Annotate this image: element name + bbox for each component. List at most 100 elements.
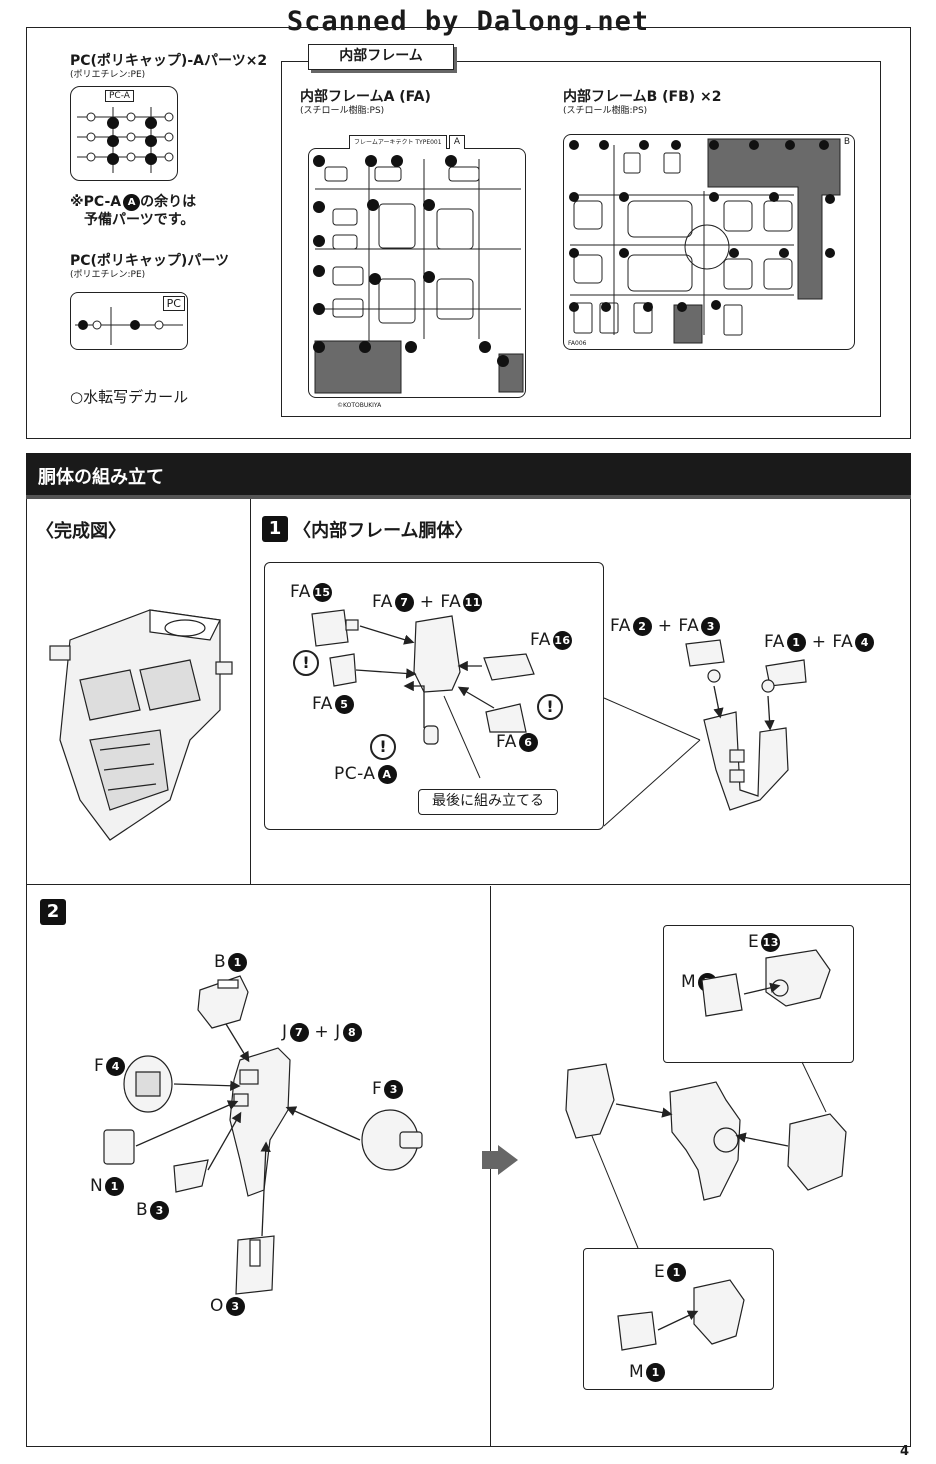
fb-runner: B FA006 bbox=[563, 134, 855, 350]
o3-text: O bbox=[210, 1296, 224, 1316]
pca-note-circle: A bbox=[123, 193, 141, 211]
b1-text: B bbox=[214, 952, 227, 972]
step1-detail-box bbox=[264, 562, 604, 830]
pca-runner-drawing bbox=[77, 107, 174, 173]
step2-progress-arrow bbox=[482, 1145, 518, 1175]
fa2-number: 2 bbox=[632, 616, 652, 636]
pc-runner-label: PC bbox=[162, 296, 185, 311]
watermark: Scanned by Dalong.net bbox=[286, 6, 650, 37]
fa-title: 内部フレームA (FA) bbox=[300, 89, 431, 105]
fa-runner-letter: A bbox=[449, 135, 465, 149]
fa-runner-drawing bbox=[313, 155, 524, 394]
step1-torso-drawing bbox=[603, 639, 807, 827]
complete-title: 〈完成図〉 bbox=[36, 521, 126, 542]
pc-runner: PC bbox=[70, 292, 188, 350]
j8-text: + J bbox=[314, 1022, 341, 1042]
warning-icon: ! bbox=[293, 650, 319, 676]
inner-frame-panel bbox=[281, 61, 881, 417]
e1-number: 1 bbox=[667, 1262, 687, 1282]
step2-heading: 2 bbox=[40, 899, 66, 925]
fa16-number: 16 bbox=[552, 630, 572, 650]
b1-number: 1 bbox=[228, 952, 248, 972]
fa15-text: FA bbox=[290, 582, 311, 602]
pca-runner: PC-A bbox=[70, 86, 178, 181]
fa3-text: + FA bbox=[657, 616, 700, 636]
pca-note-start: ※PC-A bbox=[70, 194, 122, 210]
step2-panel bbox=[26, 885, 911, 1447]
step2-callout-top bbox=[663, 925, 854, 1063]
decal-label: ○水転写デカール bbox=[70, 388, 189, 406]
complete-drawing bbox=[49, 609, 233, 841]
fa-runner: フレームアーキテクト TYPE001 A ©KOTOBUKIYA bbox=[308, 135, 526, 409]
page-number: 4 bbox=[900, 1444, 910, 1459]
fa5-text: FA bbox=[312, 694, 333, 714]
fa-runner-top: フレームアーキテクト TYPE001 bbox=[354, 139, 442, 146]
fa-runner-tag: フレームアーキテクト TYPE001 bbox=[349, 135, 447, 149]
fa4-number: 4 bbox=[855, 632, 875, 652]
step2-right-drawing bbox=[565, 949, 847, 1351]
j7-number: 7 bbox=[289, 1022, 309, 1042]
parts-panel bbox=[26, 27, 911, 439]
fa1-number: 1 bbox=[786, 632, 806, 652]
e13-number: 13 bbox=[761, 932, 781, 952]
fb-runner-bottom: FA006 bbox=[568, 340, 587, 347]
e13-text: E bbox=[748, 932, 760, 952]
fa-runner-bottom: ©KOTOBUKIYA bbox=[337, 402, 382, 409]
step2-number: 2 bbox=[40, 899, 66, 925]
pca-circle: A bbox=[377, 764, 397, 784]
fa5-number: 5 bbox=[334, 694, 354, 714]
pca-title: PC(ポリキャップ)-Aパーツ×2 bbox=[70, 53, 268, 69]
fa7-text: FA bbox=[372, 592, 393, 612]
step1-note: 最後に組み立てる bbox=[418, 789, 558, 815]
pca-note-line2: 予備パーツです。 bbox=[84, 212, 195, 228]
fa16-text: FA bbox=[530, 630, 551, 650]
section-title: 胴体の組み立て bbox=[38, 467, 164, 488]
step2-left-drawing bbox=[103, 975, 423, 1295]
fa3-number: 3 bbox=[701, 616, 721, 636]
step1-divider bbox=[250, 499, 251, 885]
pc-material: (ポリエチレン:PE) bbox=[70, 270, 146, 280]
fa11-text: + FA bbox=[419, 592, 462, 612]
fb-runner-letter: B bbox=[843, 137, 850, 147]
fa1-text: FA bbox=[764, 632, 785, 652]
warning-icon: ! bbox=[370, 734, 396, 760]
step1-panel bbox=[26, 499, 911, 885]
pca-runner-label: PC-A bbox=[105, 90, 134, 102]
step1-title: 〈内部フレーム胴体〉 bbox=[293, 520, 473, 542]
e1-text: E bbox=[654, 1262, 666, 1282]
fb-title: 内部フレームB (FB) ×2 bbox=[563, 89, 722, 105]
pca-text: PC-A bbox=[334, 764, 376, 784]
f4-number: 4 bbox=[106, 1056, 126, 1076]
fa6-text: FA bbox=[496, 732, 517, 752]
pc-runner-drawing bbox=[75, 307, 183, 345]
f3-text: F bbox=[372, 1079, 383, 1099]
m1-text: M bbox=[629, 1362, 645, 1382]
j7-text: J bbox=[282, 1022, 288, 1042]
b3-number: 3 bbox=[150, 1200, 170, 1220]
pc-title: PC(ポリキャップ)パーツ bbox=[70, 253, 230, 269]
step1-number: 1 bbox=[262, 516, 288, 542]
m1-number: 1 bbox=[646, 1362, 666, 1382]
inner-frame-header: 内部フレーム bbox=[308, 44, 454, 70]
pca-note-end: の余りは bbox=[140, 194, 197, 210]
fa4-text: + FA bbox=[811, 632, 854, 652]
step1-heading: 1 〈内部フレーム胴体〉 bbox=[262, 516, 473, 543]
